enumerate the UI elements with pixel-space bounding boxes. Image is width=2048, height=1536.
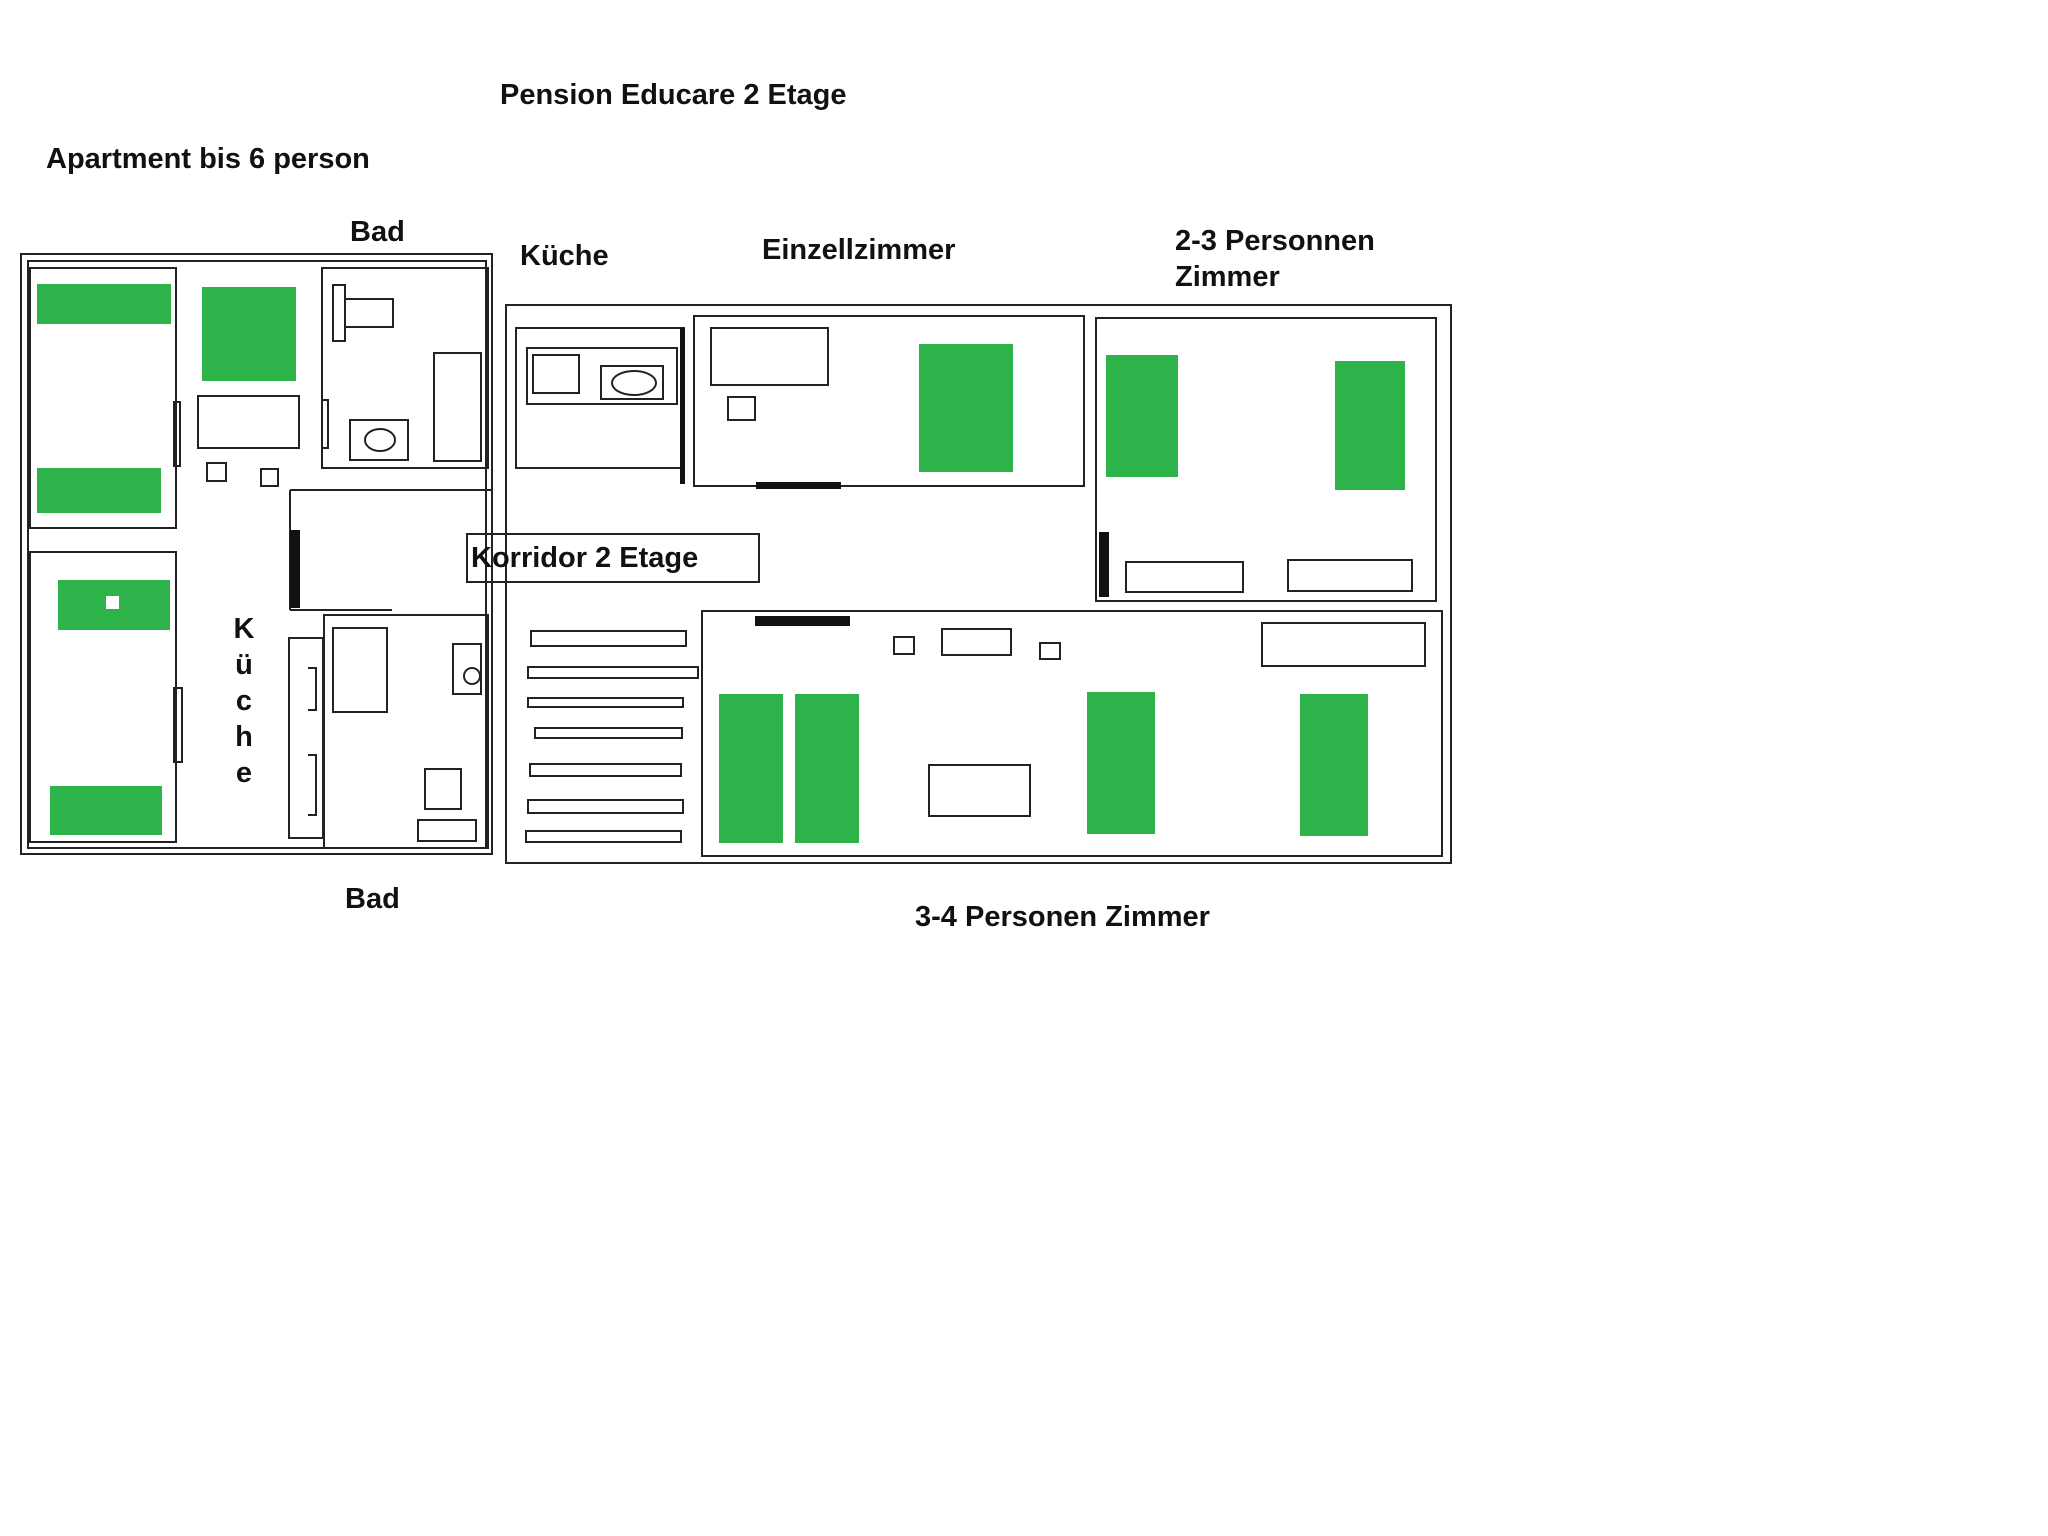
door-3-4 — [755, 616, 850, 626]
kitchen-stove — [532, 354, 580, 394]
toilet-tank-top — [344, 298, 394, 328]
door-kitchen — [680, 328, 685, 484]
zimmer-3-4-label: 3-4 Personen Zimmer — [915, 901, 1210, 933]
room-3-4-personen — [701, 610, 1443, 857]
apartment-label: Apartment bis 6 person — [46, 143, 370, 175]
korridor-label: Korridor 2 Etage — [471, 541, 699, 574]
small-box-2 — [941, 628, 1012, 656]
einzelzimmer-label: Einzellzimmer — [762, 234, 956, 266]
sink-top — [349, 419, 409, 461]
sink-basin-top — [364, 428, 396, 452]
shelf-2-3-right — [1287, 559, 1413, 592]
stool-2 — [260, 468, 279, 487]
bed-einzelzimmer — [919, 344, 1013, 472]
bed-2-3-right — [1335, 361, 1405, 490]
door-apartment — [290, 530, 300, 608]
korridor-box: Korridor 2 Etage — [466, 533, 760, 583]
kitchen-sink-basin — [611, 370, 657, 396]
door-slot-2 — [173, 687, 183, 763]
kitchen-counter-detail-2 — [308, 754, 317, 816]
door-2-3 — [1099, 532, 1109, 597]
zimmer-2-3-label: 2-3 Personnen Zimmer — [1175, 225, 1375, 293]
kueche-letter: ü — [235, 649, 253, 681]
sink-bottom — [452, 643, 482, 695]
kueche-vertical-label: K ü c h e — [228, 611, 260, 791]
stair-step-5 — [529, 763, 682, 777]
bed-apartment-3 — [202, 287, 296, 381]
chair-einzelzimmer — [727, 396, 756, 421]
toilet-top — [332, 284, 346, 342]
bed-apartment-1 — [37, 284, 171, 324]
kueche-letter: c — [235, 685, 253, 717]
kitchen-counter — [526, 347, 678, 405]
bedroom-bottom-left — [29, 551, 177, 843]
stair-step-6 — [527, 799, 684, 814]
door-slot-1 — [173, 401, 181, 467]
pillow-apartment-4 — [106, 596, 119, 609]
apartment-outline — [20, 253, 493, 855]
desk-einzelzimmer — [710, 327, 829, 386]
bed-apartment-2 — [37, 468, 161, 513]
stair-step-2 — [527, 666, 699, 679]
bad-bottom-label: Bad — [345, 883, 400, 915]
main-floor-outline — [505, 304, 1452, 864]
shelf-2-3-left — [1125, 561, 1244, 593]
bed-3-4-3 — [1087, 692, 1155, 834]
stair-step-3 — [527, 697, 684, 708]
bed-apartment-5 — [50, 786, 162, 835]
kitchen-counter-detail-1 — [308, 667, 317, 711]
cabinet-3-4 — [1261, 622, 1426, 667]
kueche-letter: h — [235, 721, 253, 753]
bed-2-3-left — [1106, 355, 1178, 477]
kueche-letter: K — [233, 613, 255, 645]
bad-top-label: Bad — [350, 216, 405, 248]
stair-step-7 — [525, 830, 682, 843]
small-box-3 — [1039, 642, 1061, 660]
table-apartment — [197, 395, 300, 449]
bed-3-4-2 — [795, 694, 859, 843]
stair-step-1 — [530, 630, 687, 647]
room-2-3-personen — [1095, 317, 1437, 602]
bedroom-top-left — [29, 267, 177, 529]
stair-step-4 — [534, 727, 683, 739]
table-3-4 — [928, 764, 1031, 817]
apartment-inner-outline — [27, 260, 487, 849]
door-slot-3 — [321, 399, 329, 449]
shower-bottom — [332, 627, 388, 713]
kueche-letter: e — [235, 757, 253, 789]
kitchen-counter-apartment — [288, 637, 324, 839]
small-box-1 — [893, 636, 915, 655]
bathroom-top — [321, 267, 489, 469]
bathroom-bottom — [323, 614, 489, 849]
bathtub-top — [433, 352, 482, 462]
room-einzelzimmer — [693, 315, 1085, 487]
sink-basin-bottom — [463, 667, 481, 685]
bed-3-4-4 — [1300, 694, 1368, 836]
toilet-bottom — [424, 768, 462, 810]
toilet-base-bottom — [417, 819, 477, 842]
kitchen-sink — [600, 365, 664, 400]
bed-3-4-1 — [719, 694, 783, 843]
stool-1 — [206, 462, 227, 482]
plan-title: Pension Educare 2 Etage — [500, 79, 847, 111]
door-einzelzimmer — [756, 482, 841, 489]
kueche-top-label: Küche — [520, 240, 609, 272]
